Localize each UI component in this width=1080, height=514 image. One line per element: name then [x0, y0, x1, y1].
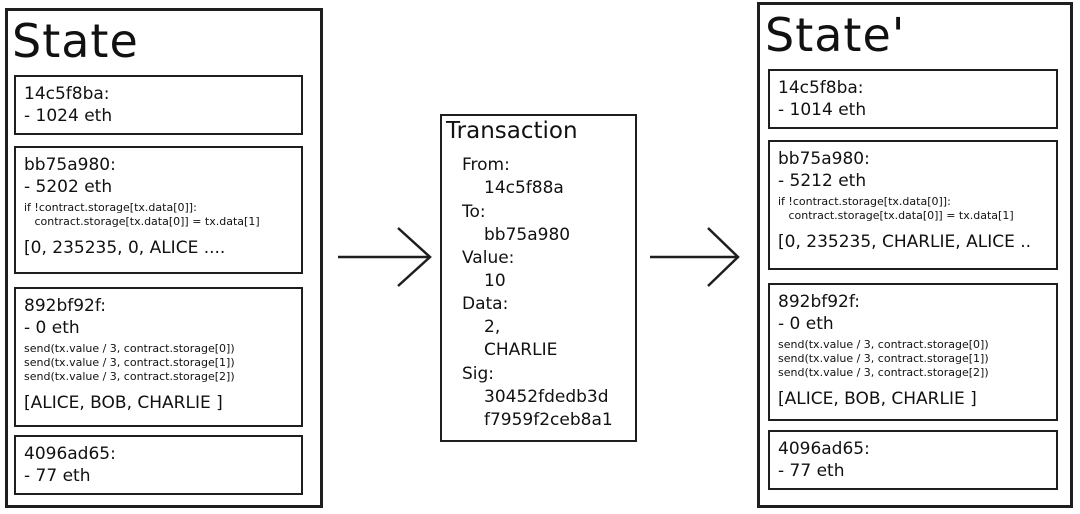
contract-code: send(tx.value / 3, contract.storage[0])s… [24, 342, 293, 384]
account-balance: - 0 eth [24, 318, 80, 338]
contract-storage: [ALICE, BOB, CHARLIE ] [778, 389, 977, 409]
tx-to-label: To: [462, 202, 486, 222]
state-before-title: State [12, 14, 139, 68]
state-after-account-4096ad65: 4096ad65: - 77 eth [768, 430, 1058, 490]
state-before-account-892bf92f: 892bf92f: - 0 eth send(tx.value / 3, con… [14, 287, 303, 427]
code-line: send(tx.value / 3, contract.storage[0]) [24, 342, 235, 355]
code-line: contract.storage[tx.data[0]] = tx.data[1… [24, 215, 260, 228]
tx-sig-label: Sig: [462, 364, 495, 384]
contract-storage: [ALICE, BOB, CHARLIE ] [24, 393, 223, 413]
account-balance: - 5212 eth [778, 171, 867, 191]
tx-to-value: bb75a980 [484, 225, 571, 245]
account-address: 892bf92f: [24, 296, 106, 316]
state-before-account-4096ad65: 4096ad65: - 77 eth [14, 435, 303, 495]
account-balance: - 5202 eth [24, 177, 113, 197]
arrow-right-icon [650, 227, 740, 287]
transaction-title: Transaction [446, 118, 578, 144]
state-after-account-14c5f8ba: 14c5f8ba: - 1014 eth [768, 69, 1058, 129]
account-balance: - 77 eth [24, 466, 91, 486]
tx-data-value: CHARLIE [484, 340, 558, 360]
arrow-right-icon [338, 227, 432, 287]
account-balance: - 77 eth [778, 461, 845, 481]
account-address: bb75a980: [24, 155, 116, 175]
contract-storage: [0, 235235, CHARLIE, ALICE .. [778, 232, 1032, 252]
account-address: bb75a980: [778, 149, 870, 169]
account-balance: - 0 eth [778, 314, 834, 334]
state-before-account-bb75a980: bb75a980: - 5202 eth if !contract.storag… [14, 146, 303, 274]
tx-from-label: From: [462, 155, 510, 175]
state-before-account-14c5f8ba: 14c5f8ba: - 1024 eth [14, 75, 303, 135]
code-line: if !contract.storage[tx.data[0]]: [778, 195, 951, 208]
contract-code: if !contract.storage[tx.data[0]]: contra… [24, 201, 293, 229]
contract-code: if !contract.storage[tx.data[0]]: contra… [778, 195, 1048, 223]
account-address: 14c5f8ba: [24, 84, 110, 104]
account-address: 14c5f8ba: [778, 78, 864, 98]
tx-data-value: 2, [484, 317, 501, 337]
code-line: send(tx.value / 3, contract.storage[0]) [778, 338, 989, 351]
tx-from-value: 14c5f88a [484, 178, 564, 198]
tx-sig-value: 30452fdedb3d [484, 387, 609, 407]
state-after-account-bb75a980: bb75a980: - 5212 eth if !contract.storag… [768, 140, 1058, 270]
code-line: send(tx.value / 3, contract.storage[2]) [778, 366, 989, 379]
account-balance: - 1024 eth [24, 106, 113, 126]
tx-sig-value: f7959f2ceb8a1 [484, 410, 613, 430]
account-address: 4096ad65: [778, 439, 870, 459]
account-address: 892bf92f: [778, 292, 860, 312]
code-line: send(tx.value / 3, contract.storage[2]) [24, 370, 235, 383]
state-after-title: State' [765, 8, 906, 62]
tx-value-label: Value: [462, 248, 515, 268]
transaction-panel [440, 114, 637, 442]
code-line: send(tx.value / 3, contract.storage[1]) [24, 356, 235, 369]
account-address: 4096ad65: [24, 444, 116, 464]
account-balance: - 1014 eth [778, 100, 867, 120]
code-line: contract.storage[tx.data[0]] = tx.data[1… [778, 209, 1014, 222]
code-line: send(tx.value / 3, contract.storage[1]) [778, 352, 989, 365]
contract-code: send(tx.value / 3, contract.storage[0])s… [778, 338, 1048, 380]
contract-storage: [0, 235235, 0, ALICE .... [24, 238, 226, 258]
state-after-account-892bf92f: 892bf92f: - 0 eth send(tx.value / 3, con… [768, 283, 1058, 421]
code-line: if !contract.storage[tx.data[0]]: [24, 201, 197, 214]
tx-value-value: 10 [484, 271, 506, 291]
tx-data-label: Data: [462, 294, 509, 314]
